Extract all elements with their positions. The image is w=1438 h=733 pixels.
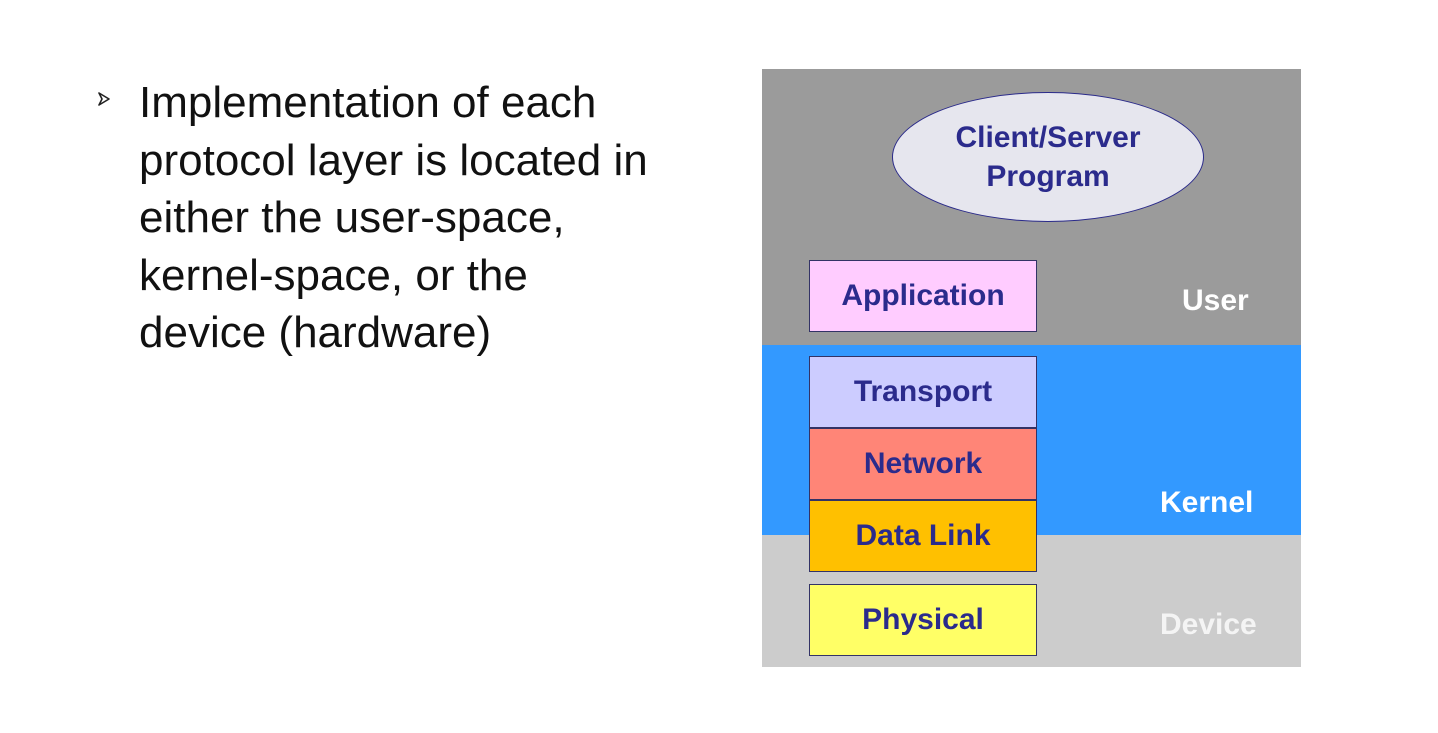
protocol-stack-diagram: Client/Server Program Application Transp… (762, 69, 1301, 667)
network-layer: Network (809, 428, 1037, 500)
client-server-program-oval: Client/Server Program (892, 92, 1204, 222)
application-layer: Application (809, 260, 1037, 332)
arrowhead-bullet-icon (98, 92, 110, 106)
device-region-label: Device (1160, 608, 1257, 641)
data-link-layer: Data Link (809, 500, 1037, 572)
user-region-label: User (1182, 284, 1249, 317)
client-server-program-label: Client/Server Program (955, 121, 1141, 193)
physical-layer: Physical (809, 584, 1037, 656)
kernel-region-label: Kernel (1160, 486, 1254, 519)
transport-layer: Transport (809, 356, 1037, 428)
bullet-text: Implementation of each protocol layer is… (139, 78, 648, 357)
